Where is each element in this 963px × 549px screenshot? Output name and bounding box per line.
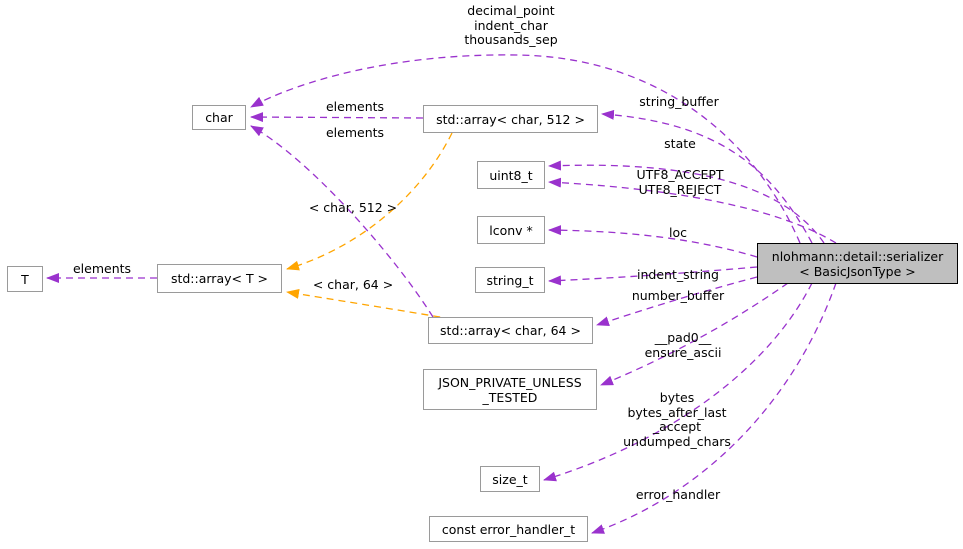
edge-label-elements-512: elements bbox=[325, 99, 385, 114]
edge-label-number-buffer: number_buffer bbox=[631, 288, 725, 303]
node-const-error-handler-t[interactable]: const error_handler_t bbox=[429, 516, 588, 542]
node-lconv-ptr[interactable]: lconv * bbox=[477, 216, 545, 244]
node-array-char-64[interactable]: std::array< char, 64 > bbox=[428, 317, 593, 344]
edge-decimal-point-group bbox=[250, 54, 801, 244]
node-serializer-main: nlohmann::detail::serializer < BasicJson… bbox=[757, 243, 958, 284]
node-array-t[interactable]: std::array< T > bbox=[157, 264, 282, 293]
edge-label-error-handler: error_handler bbox=[635, 487, 721, 502]
edge-number-buffer bbox=[596, 276, 758, 327]
edge-label-utf8-accept-reject: UTF8_ACCEPT UTF8_REJECT bbox=[636, 167, 724, 197]
node-json-private-unless-tested[interactable]: JSON_PRIVATE_UNLESS _TESTED bbox=[423, 369, 597, 410]
edge-error-handler bbox=[591, 282, 837, 534]
node-uint8-t[interactable]: uint8_t bbox=[477, 161, 545, 189]
edge-label-elements-64: elements bbox=[325, 125, 385, 140]
edge-state bbox=[548, 160, 825, 244]
edge-label-template-char-512: < char, 512 > bbox=[308, 200, 398, 215]
edge-utf8-accept-reject bbox=[548, 177, 837, 244]
node-size-t[interactable]: size_t bbox=[480, 466, 540, 492]
edge-label-decimal-point-group: decimal_point indent_char thousands_sep bbox=[464, 3, 558, 47]
edge-label-pad0-ensure-ascii: __pad0__ ensure_ascii bbox=[644, 330, 722, 360]
edge-label-loc: loc bbox=[669, 225, 687, 240]
edge-label-template-char-64: < char, 64 > bbox=[312, 277, 394, 292]
edge-loc bbox=[548, 225, 758, 258]
edge-pad0-ensure-ascii bbox=[600, 282, 789, 386]
edge-label-elements-t: elements bbox=[72, 261, 132, 276]
edge-label-string-buffer: string_buffer bbox=[639, 94, 719, 109]
node-char[interactable]: char bbox=[192, 105, 246, 130]
edge-label-indent-string: indent_string bbox=[637, 267, 719, 282]
edge-bytes-group bbox=[543, 282, 813, 482]
edge-template-char-64 bbox=[286, 288, 453, 320]
edge-elements-64-char bbox=[250, 125, 434, 318]
node-string-t[interactable]: string_t bbox=[475, 267, 545, 293]
edge-template-char-512 bbox=[286, 132, 453, 271]
edge-label-state: state bbox=[664, 136, 696, 151]
edge-string-buffer bbox=[601, 109, 813, 244]
node-t[interactable]: T bbox=[7, 266, 43, 292]
node-array-char-512[interactable]: std::array< char, 512 > bbox=[423, 105, 598, 133]
edge-elements-512-char bbox=[250, 112, 424, 123]
edge-label-bytes-group: bytes bytes_after_last _accept undumped_… bbox=[623, 390, 731, 449]
